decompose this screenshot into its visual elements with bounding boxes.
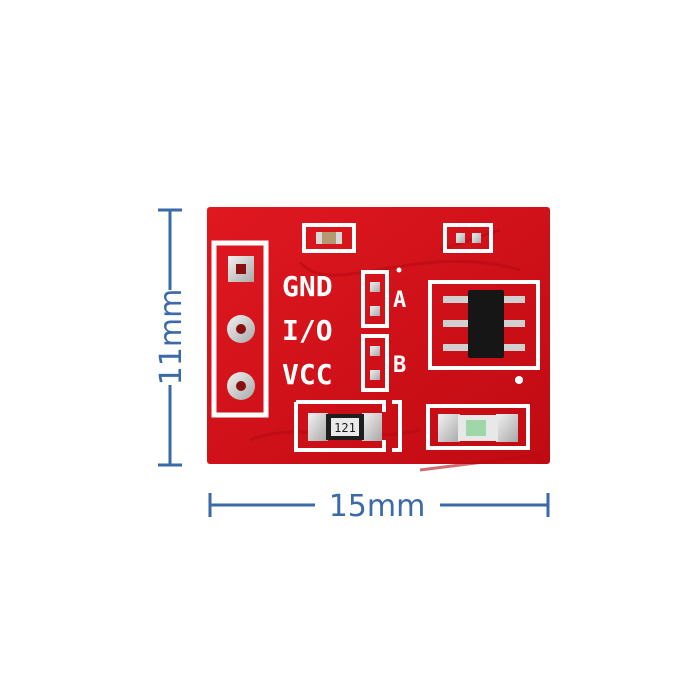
ic-pin <box>499 296 525 303</box>
resistor-outline <box>294 400 402 452</box>
width-dimension: 15mm <box>208 485 550 525</box>
pcb-traces <box>249 228 541 472</box>
jumper-pad <box>370 306 380 316</box>
resistor-pad <box>308 413 328 441</box>
smd-outline <box>302 223 356 253</box>
smd-terminal <box>316 232 322 244</box>
header-hole <box>236 324 246 334</box>
jumper-pad <box>370 282 380 292</box>
pin-label-gnd: GND <box>282 270 333 303</box>
header-outline <box>211 240 269 418</box>
smd-body <box>316 232 342 244</box>
resistor-marking <box>331 418 359 436</box>
smd-terminal <box>336 232 342 244</box>
smd-outline <box>443 223 493 253</box>
height-dimension: 11mm <box>150 208 190 467</box>
smd-pads-top-right <box>443 223 493 253</box>
ic-pin <box>443 296 469 303</box>
ic-chip <box>428 280 540 384</box>
pin1-dot <box>396 267 402 273</box>
jumper-pad <box>370 346 380 356</box>
ic-body <box>468 290 504 358</box>
led-pad <box>438 414 460 442</box>
ic-pin <box>499 320 525 327</box>
jumper-label-a: A <box>393 288 406 313</box>
led-outline <box>426 404 530 450</box>
resistor-pad <box>362 413 382 441</box>
smd-pad <box>456 233 465 243</box>
jumper-b: B <box>361 334 406 392</box>
width-label-backdrop <box>315 485 440 525</box>
ic-pin1-dot <box>515 376 523 384</box>
smd-cap-top-left <box>302 223 356 253</box>
jumper-b-outline <box>361 334 389 392</box>
jumper-a: A <box>361 267 406 328</box>
led <box>426 404 530 450</box>
header-pads <box>227 256 255 400</box>
resistor-121: 121 <box>294 400 402 452</box>
ic-pin <box>443 344 469 351</box>
pin-label-io: I/O <box>282 314 333 347</box>
jumper-label-b: B <box>393 353 406 378</box>
led-pad <box>496 414 518 442</box>
smd-pad <box>472 233 481 243</box>
height-label-backdrop <box>150 290 190 385</box>
height-label: 11mm <box>154 289 189 386</box>
jumper-pad <box>370 370 380 380</box>
header-hole <box>236 381 246 391</box>
led-lens <box>466 420 486 436</box>
resistor-code: 121 <box>334 421 356 435</box>
ic-pin <box>499 344 525 351</box>
pin-label-vcc: VCC <box>282 358 333 391</box>
header-hole <box>236 264 246 274</box>
ic-outline <box>428 280 540 370</box>
ic-pin <box>443 320 469 327</box>
width-label: 15mm <box>329 489 426 524</box>
jumper-a-outline <box>361 270 389 328</box>
pcb-board: GND I/O VCC A B <box>207 207 550 472</box>
